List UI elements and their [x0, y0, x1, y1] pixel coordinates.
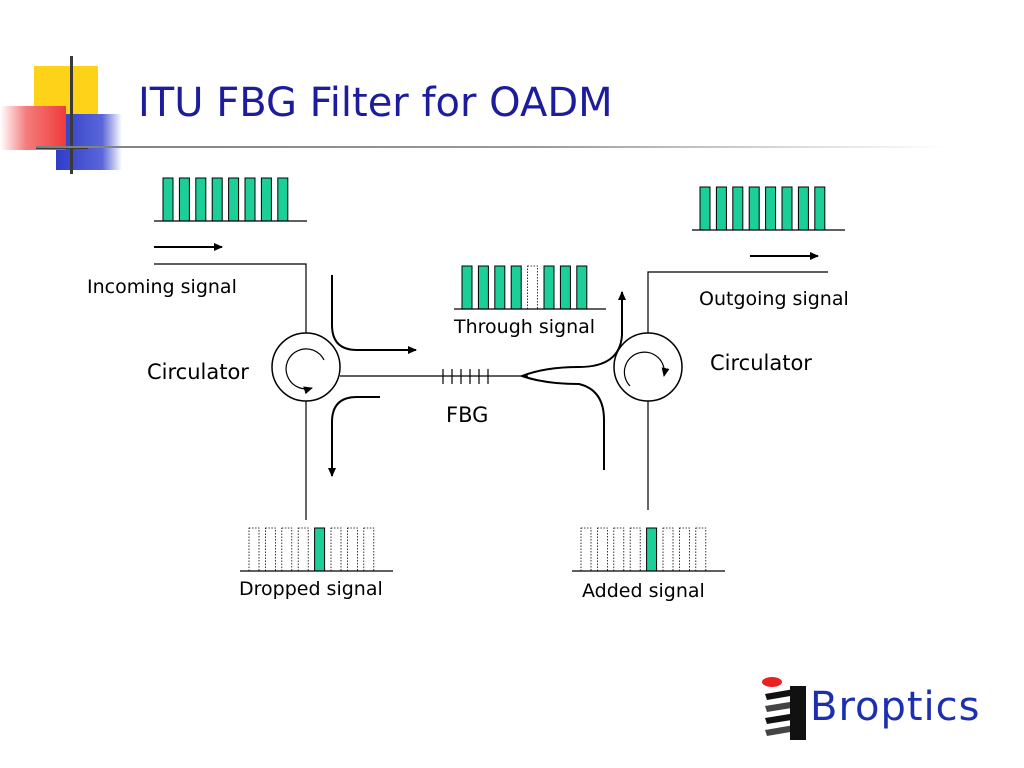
outgoing-channel-bar — [765, 186, 777, 231]
broptics-logo-text: Broptics — [810, 684, 981, 730]
outgoing-channel-bar — [781, 186, 793, 231]
circulator-left — [271, 332, 341, 402]
through-channel-bar — [461, 265, 473, 310]
dropped-channel-bar — [363, 527, 375, 572]
outgoing-spectrum — [692, 186, 845, 231]
dropped-channel-bar — [346, 527, 358, 572]
circulator-right-label: Circulator — [710, 351, 812, 375]
dropped-channel-bar — [248, 527, 260, 572]
added-channel-bar — [679, 527, 690, 572]
incoming-channel-bar — [178, 177, 190, 222]
circulator-left-label: Circulator — [147, 360, 249, 384]
dropped-spectrum — [240, 527, 393, 572]
outgoing-channel-bar — [699, 186, 711, 231]
added-channel-bar — [629, 527, 641, 572]
dropped-channel-bar — [297, 527, 309, 572]
circulator-right — [613, 332, 683, 402]
fbg-grating — [442, 369, 489, 384]
deco-red-square — [0, 106, 66, 150]
through-channel-bar — [510, 265, 522, 310]
outgoing-channel-bar — [732, 186, 744, 231]
left-drop-flow-arrow — [328, 396, 380, 477]
added-channel-bar — [662, 527, 674, 572]
through-spectrum — [454, 265, 606, 310]
dropped-channel-bar — [314, 527, 326, 572]
outgoing-fiber — [647, 271, 828, 333]
incoming-channel-bar — [277, 177, 289, 222]
left-forward-flow-arrow — [331, 275, 417, 354]
added-channel-bar — [613, 527, 625, 572]
incoming-spectrum — [154, 177, 307, 222]
slide-title: ITU FBG Filter for OADM — [138, 80, 613, 126]
outgoing-channel-bar — [814, 186, 826, 231]
added-signal-label: Added signal — [582, 580, 705, 602]
circulator-right-rotation-arrow — [623, 351, 670, 387]
fbg-label: FBG — [446, 403, 489, 427]
added-channel-bar — [646, 527, 658, 572]
through-signal-label: Through signal — [454, 316, 596, 338]
added-channel-bar — [695, 527, 707, 572]
reflection-loop-arrow — [519, 291, 626, 470]
incoming-channel-bar — [260, 177, 272, 222]
dropped-signal-label: Dropped signal — [239, 578, 383, 600]
added-channel-bar — [580, 527, 592, 572]
added-channel-bar — [597, 527, 608, 572]
outgoing-signal-label: Outgoing signal — [699, 288, 849, 310]
dropped-channel-bar — [281, 527, 293, 572]
incoming-channel-bar — [162, 177, 174, 222]
outgoing-channel-bar — [715, 186, 727, 231]
through-channel-bar — [494, 265, 506, 310]
outgoing-channel-bar — [797, 186, 809, 231]
through-channel-bar — [559, 265, 571, 310]
added-spectrum — [572, 527, 725, 572]
through-channel-bar — [576, 265, 588, 310]
through-channel-bar — [477, 265, 489, 310]
outgoing-channel-bar — [748, 186, 760, 231]
title-rule — [36, 146, 946, 148]
incoming-channel-bar — [211, 177, 223, 222]
deco-blue-square — [56, 114, 122, 170]
dropped-channel-bar — [264, 527, 276, 572]
incoming-channel-bar — [195, 177, 207, 222]
incoming-fiber — [154, 263, 307, 333]
circulator-left-rotation-arrow — [285, 348, 325, 395]
through-channel-bar — [543, 265, 555, 310]
dropped-channel-bar — [330, 527, 342, 572]
through-channel-bar — [527, 265, 538, 310]
incoming-signal-label: Incoming signal — [87, 276, 237, 298]
incoming-channel-bar — [244, 177, 256, 222]
deco-vertical-line — [70, 56, 73, 174]
incoming-channel-bar — [228, 177, 240, 222]
broptics-logo-icon — [762, 677, 806, 740]
